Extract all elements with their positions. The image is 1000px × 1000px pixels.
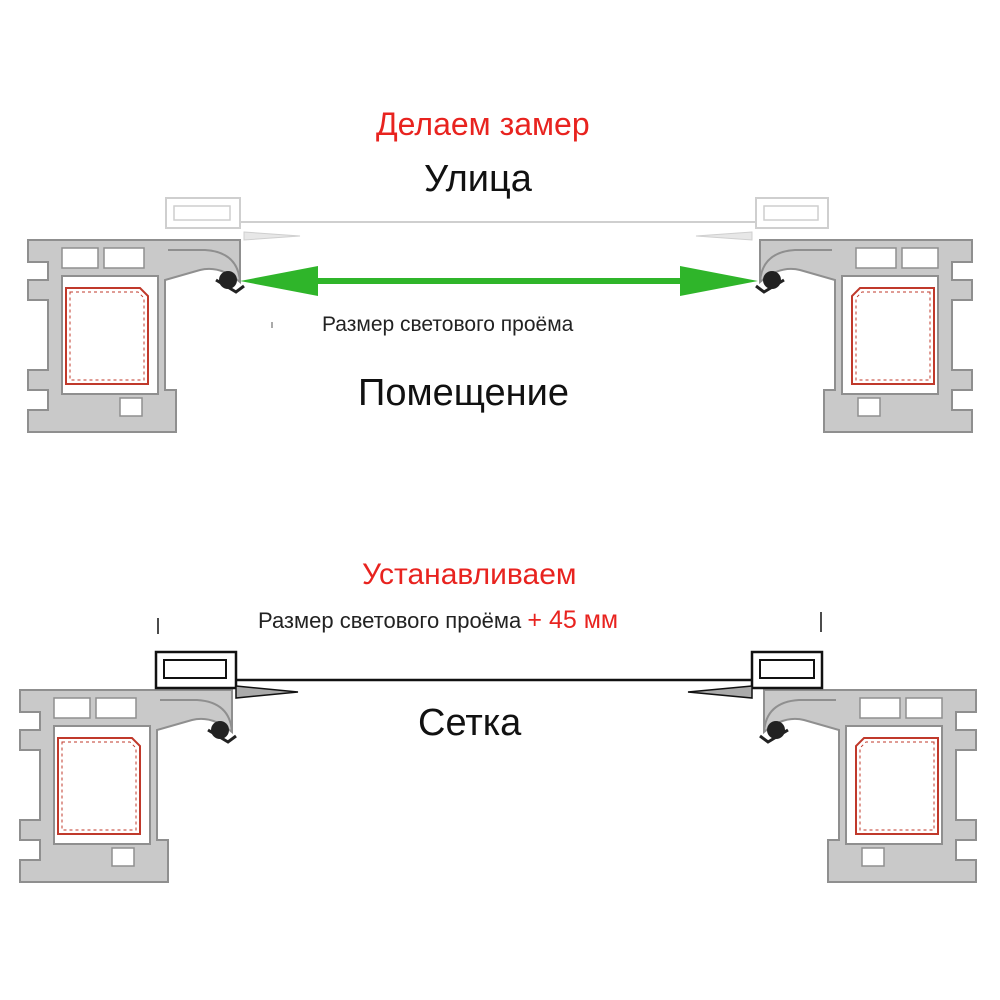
measure-step-title: Делаем замер xyxy=(376,106,590,142)
net-size-addition: + 45 мм xyxy=(527,606,619,634)
opening-size-label: Размер светового проёма xyxy=(322,313,574,336)
left-frame-profile-top xyxy=(26,238,246,434)
net-frame xyxy=(154,650,824,699)
install-step-title: Устанавливаем xyxy=(362,558,577,591)
inside-label: Помещение xyxy=(358,372,570,414)
right-frame-profile-top xyxy=(754,238,974,434)
net-size-label: Размер светового проёма + 45 мм xyxy=(258,608,618,633)
outside-label: Улица xyxy=(424,158,532,200)
opening-width-arrow xyxy=(240,266,758,296)
right-frame-profile-bottom xyxy=(758,688,978,884)
left-frame-profile-bottom xyxy=(18,688,238,884)
ghost-net-frame xyxy=(165,197,829,241)
net-label: Сетка xyxy=(418,702,522,744)
net-size-base: Размер светового проёма xyxy=(258,608,522,633)
